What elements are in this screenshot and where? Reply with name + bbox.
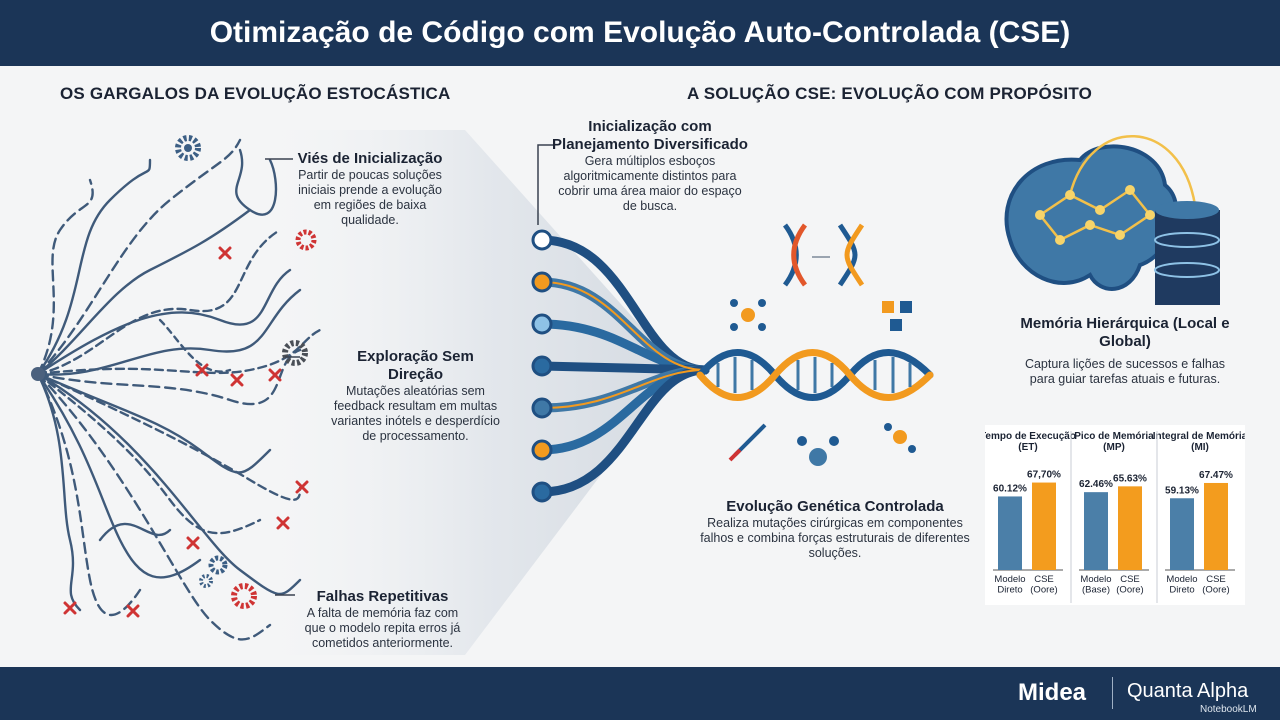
chart-category-label: CSE(Oore) bbox=[1202, 574, 1229, 596]
stochastic-paths bbox=[31, 135, 322, 641]
right-section-heading: A SOLUÇÃO CSE: EVOLUÇÃO COM PROPÓSITO bbox=[687, 84, 1093, 103]
chart-bar bbox=[1204, 482, 1228, 570]
memory-desc: Captura lições de sucessos e falhas para… bbox=[1024, 357, 1226, 386]
chart-bar bbox=[1032, 482, 1056, 570]
chart-data-label: 59.13% bbox=[1165, 485, 1199, 496]
gear-icons bbox=[175, 135, 317, 609]
init-planning-label: Inicialização com Planejamento Diversifi… bbox=[550, 118, 750, 214]
origin-node bbox=[31, 367, 45, 381]
converging-streams bbox=[531, 229, 710, 503]
left-section-heading: OS GARGALOS DA EVOLUÇÃO ESTOCÁSTICA bbox=[60, 84, 451, 103]
memory-title: Memória Hierárquica (Local e Global) bbox=[1020, 315, 1230, 350]
memory-brain-icon bbox=[1004, 135, 1220, 305]
chart-bar bbox=[1170, 498, 1194, 570]
title-bar: Otimização de Código com Evolução Auto-C… bbox=[0, 0, 1280, 66]
init-bias-label: Viés de Inicialização Partir de poucas s… bbox=[290, 150, 450, 228]
init-bias-title: Viés de Inicialização bbox=[297, 150, 443, 167]
undirected-exploration-label: Exploração Sem Direção Mutações aleatóri… bbox=[328, 348, 503, 444]
database-icon bbox=[1154, 201, 1220, 305]
chart-category-label: Modelo(Base) bbox=[1080, 574, 1111, 596]
chart-category-label: CSE(Oore) bbox=[1030, 574, 1057, 596]
chart-data-label: 62.46% bbox=[1079, 479, 1113, 490]
genetic-label: Evolução Genética Controlada Realiza mut… bbox=[700, 498, 970, 561]
molecule-icons bbox=[728, 299, 916, 466]
undirected-exploration-title: Exploração Sem Direção bbox=[357, 348, 474, 383]
chart-bar bbox=[1118, 486, 1142, 570]
dna-icons-top bbox=[782, 223, 865, 287]
chaos-panel bbox=[250, 130, 680, 655]
repetitive-failures-label: Falhas Repetitivas A falta de memória fa… bbox=[300, 588, 465, 651]
funnel-shape bbox=[250, 130, 680, 655]
genetic-desc: Realiza mutações cirúrgicas em component… bbox=[700, 516, 970, 560]
chart-group-title: Integral de Memória(MI) bbox=[1153, 431, 1245, 453]
footer-bar: Midea Quanta Alpha NotebookLM bbox=[0, 667, 1280, 720]
init-leader bbox=[537, 144, 554, 225]
chart-group-title: Pico de Memória(MP) bbox=[1074, 431, 1154, 453]
chart-bar bbox=[1084, 492, 1108, 570]
chart-data-label: 67,70% bbox=[1027, 470, 1061, 481]
memory-label: Memória Hierárquica (Local e Global) Cap… bbox=[1015, 315, 1235, 387]
chart-data-label: 67.47% bbox=[1199, 470, 1233, 481]
init-bias-desc: Partir de poucas soluções iniciais prend… bbox=[298, 168, 442, 227]
failure-marks bbox=[63, 246, 309, 618]
chart-bar bbox=[998, 496, 1022, 570]
repetitive-failures-desc: A falta de memória faz com que o modelo … bbox=[304, 606, 461, 650]
page-title: Otimização de Código com Evolução Auto-C… bbox=[209, 16, 1071, 49]
genetic-evolution-diagram bbox=[696, 223, 934, 466]
chart-data-label: 65.63% bbox=[1113, 473, 1147, 484]
undirected-exploration-desc: Mutações aleatórias sem feedback resulta… bbox=[331, 384, 500, 443]
chart-group-title: Tempo de Execução(ET) bbox=[985, 431, 1076, 453]
notebooklm-watermark: NotebookLM bbox=[1200, 704, 1257, 715]
label-leaders bbox=[265, 158, 300, 596]
footer-divider bbox=[1112, 677, 1113, 709]
chart-data-label: 60.12% bbox=[993, 483, 1027, 494]
genetic-title: Evolução Genética Controlada bbox=[726, 498, 944, 515]
init-planning-desc: Gera múltiplos esboços algoritmicamente … bbox=[558, 154, 742, 213]
midea-logo: Midea bbox=[1018, 679, 1087, 706]
chart-category-label: CSE(Oore) bbox=[1116, 574, 1143, 596]
init-planning-title: Inicialização com Planejamento Diversifi… bbox=[552, 118, 748, 153]
quanta-alpha-logo: Quanta Alpha bbox=[1127, 680, 1249, 702]
repetitive-failures-title: Falhas Repetitivas bbox=[316, 588, 449, 605]
